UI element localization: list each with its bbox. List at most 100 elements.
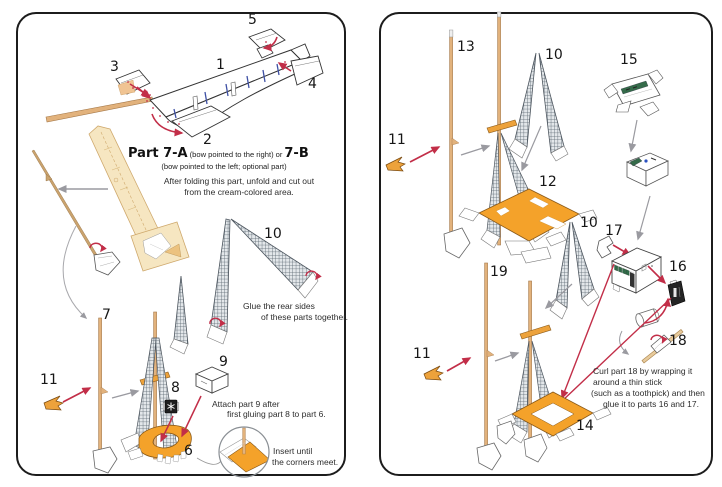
part8-piece [163, 399, 179, 414]
part-label-14: 14 [576, 418, 594, 434]
part-label-11-top: 11 [388, 132, 406, 148]
part7b-note: (bow pointed to the left; optional part) [161, 162, 287, 171]
curl-note-line2: around a thin stick [593, 377, 662, 387]
deck-14-hole [530, 402, 575, 427]
leader-line [196, 457, 222, 465]
glue-line-deckhouse-to-14 [560, 263, 615, 400]
part9-box [194, 366, 230, 394]
curl-note-line3: (such as a toothpick) and then [591, 388, 705, 398]
rotation-arc [62, 225, 88, 320]
insert-note-line1: Insert until [273, 446, 313, 456]
part-label-6: 6 [184, 443, 193, 459]
part7a-note: (bow pointed to the right) [189, 150, 274, 159]
hull-assembly [45, 28, 324, 138]
red-curl [650, 334, 668, 344]
deckhouse-17 [596, 235, 667, 294]
curled-paper [650, 334, 672, 354]
part-label-2: 2 [203, 132, 212, 148]
red-curl [89, 242, 107, 253]
part-label-19: 19 [490, 264, 508, 280]
part-label-10-top: 10 [545, 47, 563, 63]
red-curl [305, 270, 322, 281]
or-text: or [275, 150, 283, 159]
curl-note-line1: Curl part 18 by wrapping it [593, 366, 693, 376]
part-label-15: 15 [620, 52, 638, 68]
part-label-13: 13 [457, 39, 475, 55]
bowsprit-stick [45, 96, 154, 123]
flag-11-right-top [385, 146, 441, 172]
sail-10-mid [544, 221, 600, 320]
gray-curl-to-18 [619, 330, 630, 355]
windows [614, 264, 630, 276]
part-label-10-mid: 10 [580, 215, 598, 231]
red-curl [209, 317, 226, 328]
part-label-12: 12 [539, 174, 557, 190]
red-dots [127, 41, 286, 125]
insert-note-line2: the corners meet. [272, 457, 339, 467]
assemble-arrow [460, 144, 491, 156]
assembly-14 [496, 280, 612, 463]
part-label-10: 10 [264, 226, 282, 242]
part-label-18: 18 [669, 333, 687, 349]
glue-note-line1: Glue the rear sides [243, 301, 315, 311]
part-label-1: 1 [216, 57, 225, 73]
cylinder-piece [635, 308, 660, 328]
red-glue-arrows [129, 36, 292, 137]
assembly-part6 [120, 311, 202, 465]
part-label-8: 8 [171, 380, 180, 396]
part-label-11: 11 [40, 372, 58, 388]
assemble-arrow [494, 351, 520, 362]
curl-note-line4: glue it to parts 16 and 17. [603, 399, 699, 409]
curl-arrow-to-16 [644, 297, 672, 324]
part-label-11-bottom: 11 [413, 346, 431, 362]
mast-roll-piece [31, 149, 121, 320]
part-label-17: 17 [605, 223, 623, 239]
part15-cabin [603, 69, 669, 241]
hull-stern-tip [290, 43, 311, 62]
part10-sails-left [169, 218, 322, 355]
fold-note: After folding this part, unfold and cut … [163, 176, 315, 197]
glue-note-line2: of these parts together. [261, 312, 348, 322]
yard [486, 119, 518, 134]
assemble-arrow [111, 389, 140, 399]
part-label-4: 4 [308, 76, 317, 92]
part-label-5: 5 [248, 12, 257, 28]
part15-folded-box [625, 152, 669, 187]
yard [519, 324, 552, 340]
part18-toothpick [641, 329, 684, 364]
part9-arrow [181, 395, 202, 438]
fold-arrow [628, 119, 638, 153]
place-arrow [636, 195, 651, 241]
wrapped-paper [93, 251, 121, 276]
part4-flap [290, 55, 324, 86]
flag-11-left [43, 387, 92, 411]
hull-slot [230, 81, 237, 97]
mast-19 [476, 262, 502, 471]
hull-slot [192, 95, 199, 111]
part16-piece [667, 279, 686, 307]
mast-13 [443, 29, 471, 259]
part7-heading: Part 7-A (bow pointed to the right) or 7… [128, 147, 309, 160]
assemble-arrow [544, 283, 573, 310]
part3-flap [115, 69, 151, 96]
attach-note-line2: first gluing part 8 to part 6. [227, 409, 326, 419]
part8-arrow [160, 415, 174, 443]
part2-flap [171, 105, 231, 138]
sail-10-upper [508, 52, 569, 172]
part7-template [57, 125, 190, 272]
part7b-title: 7-B [284, 146, 309, 161]
attach-note-line1: Attach part 9 after [212, 399, 280, 409]
hull-slits [173, 63, 280, 119]
part-label-7: 7 [102, 307, 111, 323]
assembly-12 [458, 11, 598, 264]
flag-11-right-bottom [423, 357, 472, 381]
part-label-9: 9 [219, 354, 228, 370]
part-label-3: 3 [110, 59, 119, 75]
magnifier-detail [196, 426, 270, 478]
assemble-arrow [521, 125, 542, 172]
cream-strip [88, 125, 165, 252]
glue-line-16-to-14 [560, 297, 672, 403]
base-tabs [156, 450, 187, 465]
